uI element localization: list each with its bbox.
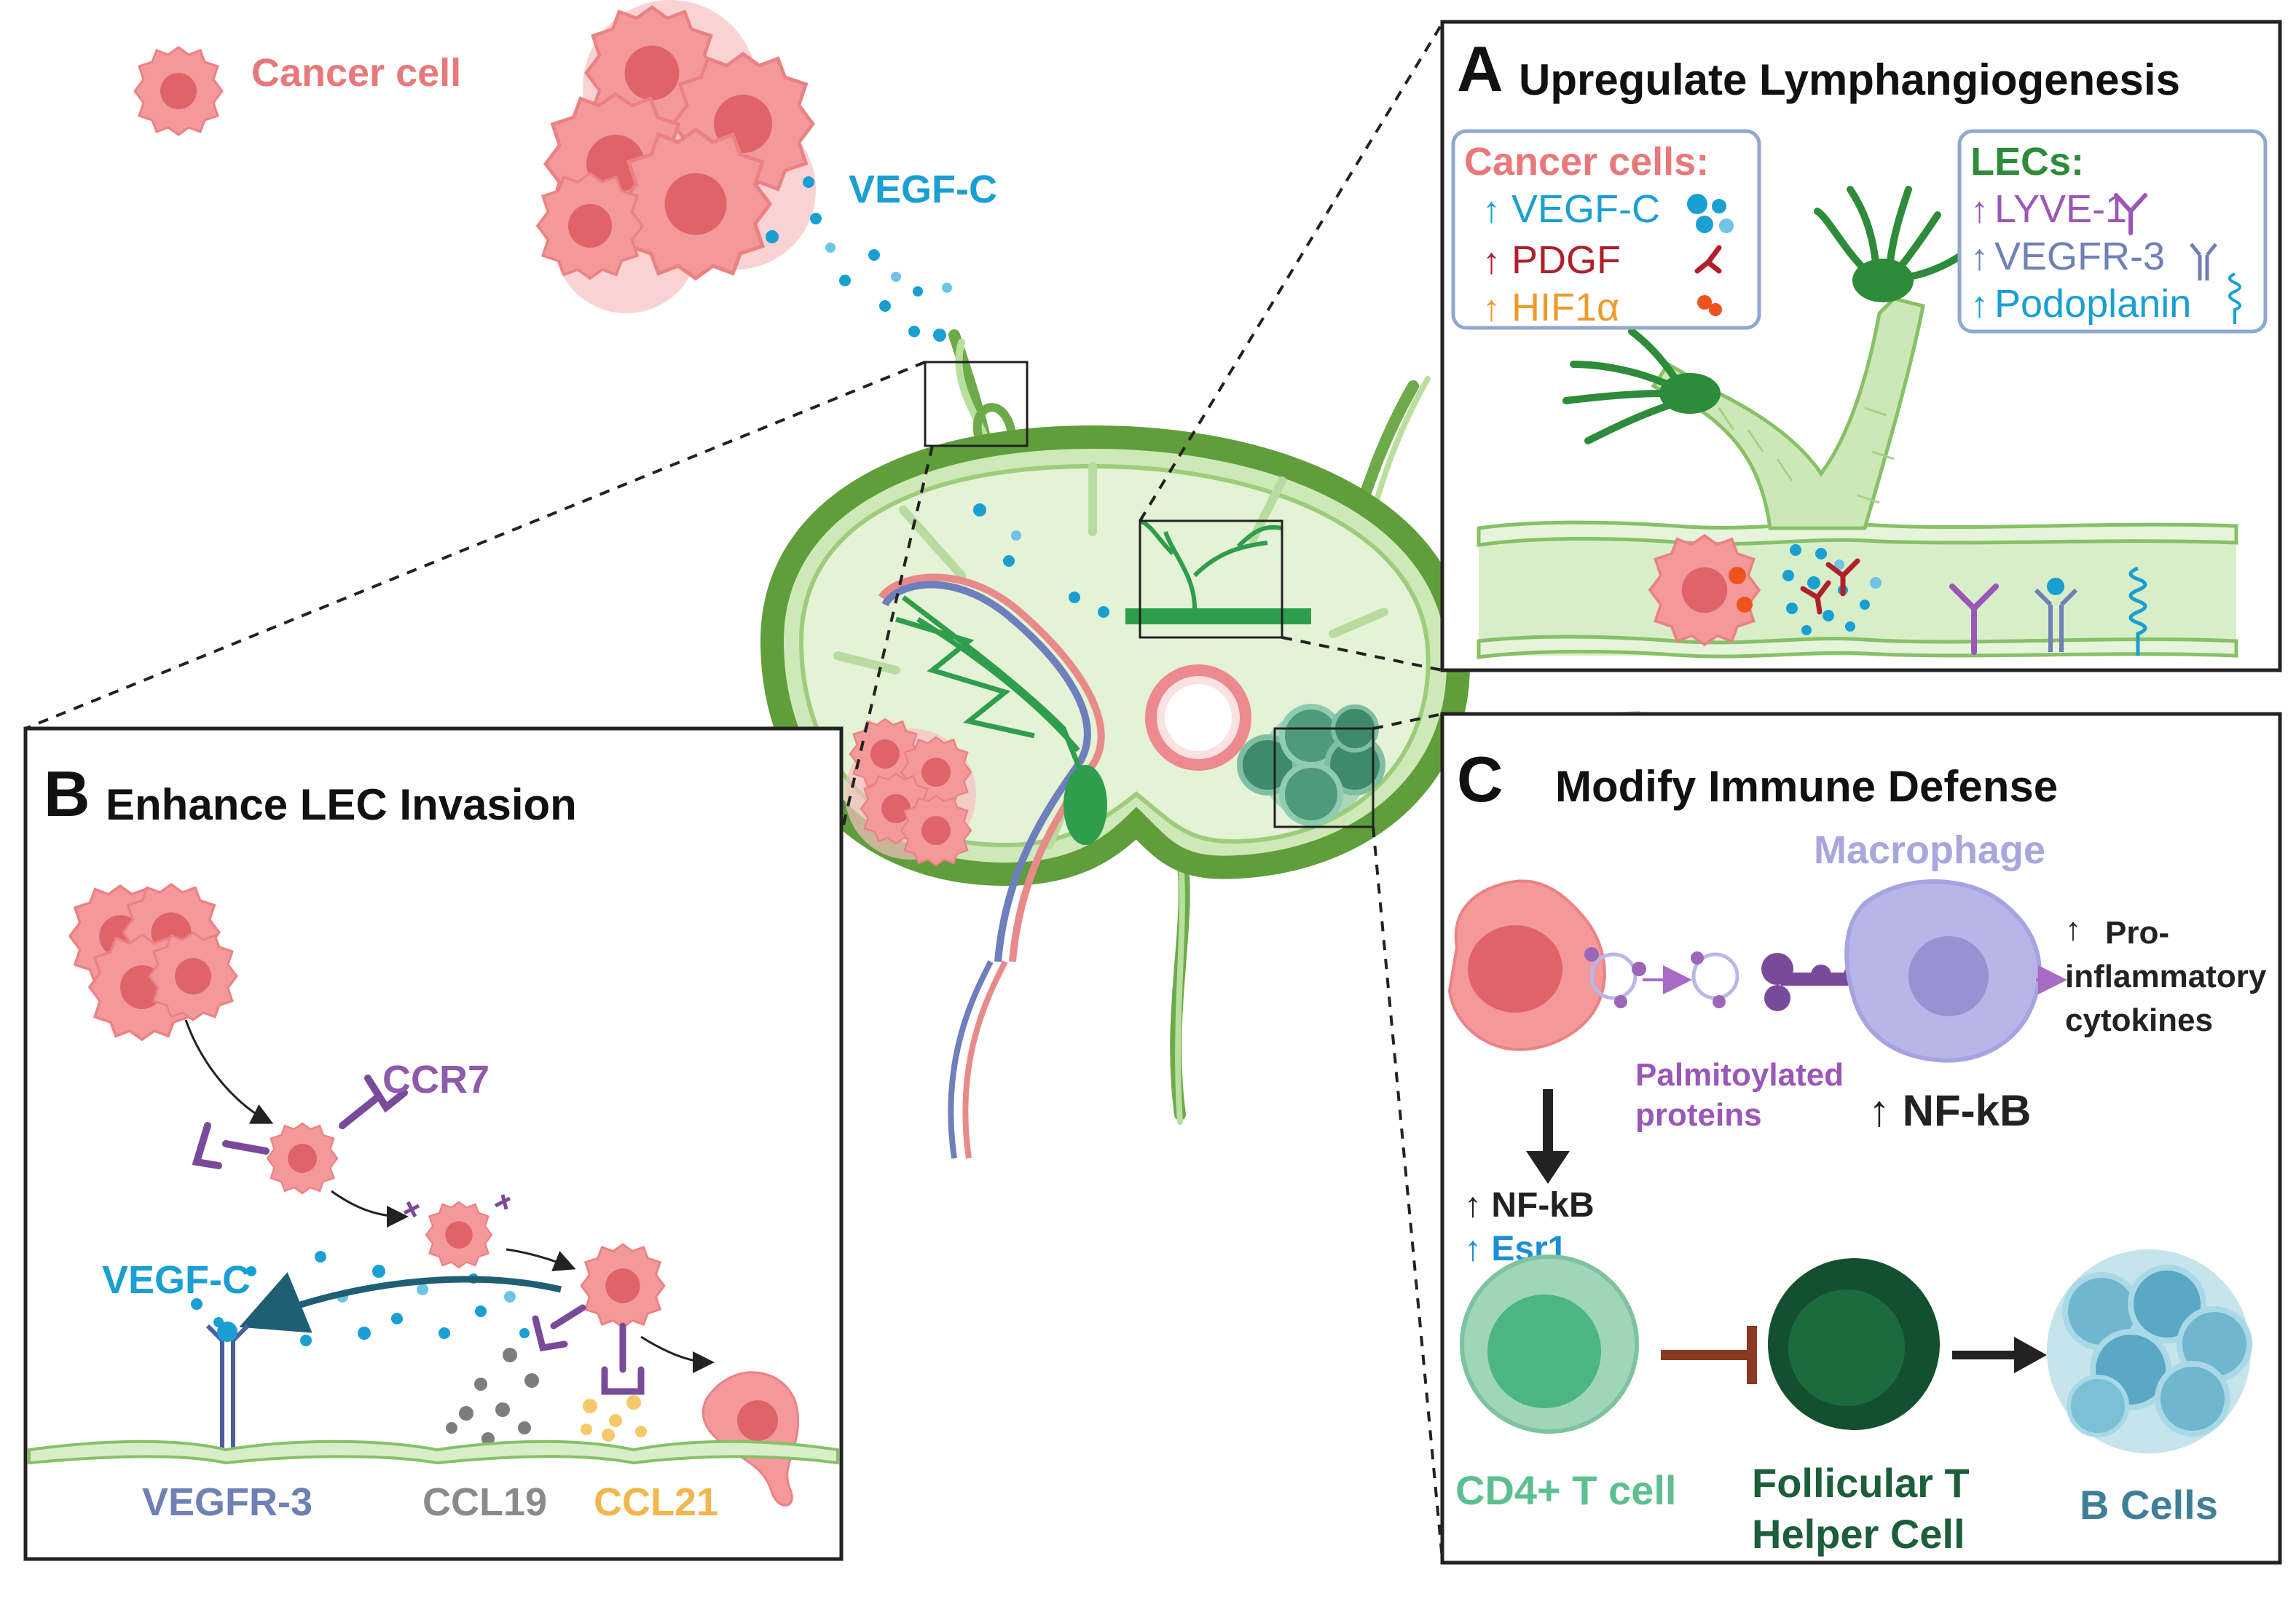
panel-a-cancer-arrow-1: ↑ xyxy=(1482,240,1501,281)
zoom-box-top xyxy=(924,361,1375,828)
legend-cancer-cell-label: Cancer cell xyxy=(251,51,461,95)
panel-c-tfh-line1: Follicular T xyxy=(1752,1460,1970,1506)
tumor-cluster xyxy=(536,0,816,313)
panel-a-lec-heading: LECs: xyxy=(1970,140,2084,184)
panel-c: C Modify Immune Defense Macrophage ↑ Pro… xyxy=(1440,712,2282,1565)
panel-a-lec-item-lyve1: LYVE-1 xyxy=(1994,187,2127,231)
panel-b: B Enhance LEC Invasion CCR7 xyxy=(23,726,844,1561)
panel-b-letter: B xyxy=(44,758,90,830)
panel-b-ccl19-label: CCL19 xyxy=(422,1480,547,1524)
panel-b-ccl21-label: CCL21 xyxy=(594,1480,718,1524)
panel-a-cancer-heading: Cancer cells: xyxy=(1464,140,1709,184)
panel-a-letter: A xyxy=(1457,33,1503,105)
panel-c-title: Modify Immune Defense xyxy=(1555,762,2058,811)
panel-b-title: Enhance LEC Invasion xyxy=(106,780,577,829)
legend-cancer-cell-icon xyxy=(133,46,224,136)
panel-c-pro-line2: inflammatory xyxy=(2065,959,2267,994)
panel-a: A Upregulate Lymphangiogenesis xyxy=(1440,20,2282,672)
panel-c-cd4-label: CD4+ T cell xyxy=(1455,1467,1676,1513)
panel-c-macrophage-label: Macrophage xyxy=(1814,828,2045,872)
top-vegfc-label: VEGF-C xyxy=(849,168,997,211)
panel-a-lec-arrow-0: ↑ xyxy=(1970,189,1989,230)
panel-a-cancer-arrow-0: ↑ xyxy=(1482,189,1501,230)
panel-c-palm-line1: Palmitoylated xyxy=(1635,1057,1844,1093)
panel-c-letter: C xyxy=(1457,743,1503,815)
vegfc-dots-top xyxy=(766,176,952,342)
panel-c-palm-line2: proteins xyxy=(1635,1097,1762,1133)
panel-a-lec-item-vegfr3: VEGFR-3 xyxy=(1994,235,2165,278)
panel-c-nfkb-t: ↑ NF-kB xyxy=(1464,1186,1595,1225)
panel-a-title: Upregulate Lymphangiogenesis xyxy=(1519,55,2180,104)
panel-a-cancer-item-hif1a: HIF1α xyxy=(1511,286,1619,329)
panel-a-cancer-item-vegfc: VEGF-C xyxy=(1511,187,1660,231)
panel-c-bcells-label: B Cells xyxy=(2080,1482,2218,1528)
panel-a-lec-arrow-2: ↑ xyxy=(1970,284,1989,325)
lymph-node xyxy=(645,329,1645,1159)
panel-b-vegfr3-label: VEGFR-3 xyxy=(142,1480,312,1524)
panel-b-vegfc-label: VEGF-C xyxy=(102,1258,251,1302)
panel-a-cancer-item-pdgf: PDGF xyxy=(1511,238,1621,282)
panel-c-tfh-line2: Helper Cell xyxy=(1752,1511,1965,1557)
panel-a-lec-item-podoplanin: Podoplanin xyxy=(1994,282,2191,326)
panel-c-pro-line3: cytokines xyxy=(2065,1002,2213,1038)
panel-c-pro-arrow: ↑ xyxy=(2065,911,2081,947)
panel-a-lec-arrow-1: ↑ xyxy=(1970,237,1989,278)
panel-b-ccr7-label: CCR7 xyxy=(382,1058,490,1102)
panel-c-pro-line1: Pro- xyxy=(2105,915,2169,951)
panel-a-cancer-arrow-2: ↑ xyxy=(1482,288,1501,329)
zoom-lines xyxy=(25,22,1444,1560)
panel-c-nfkb-macro: ↑ NF-kB xyxy=(1868,1086,2031,1135)
